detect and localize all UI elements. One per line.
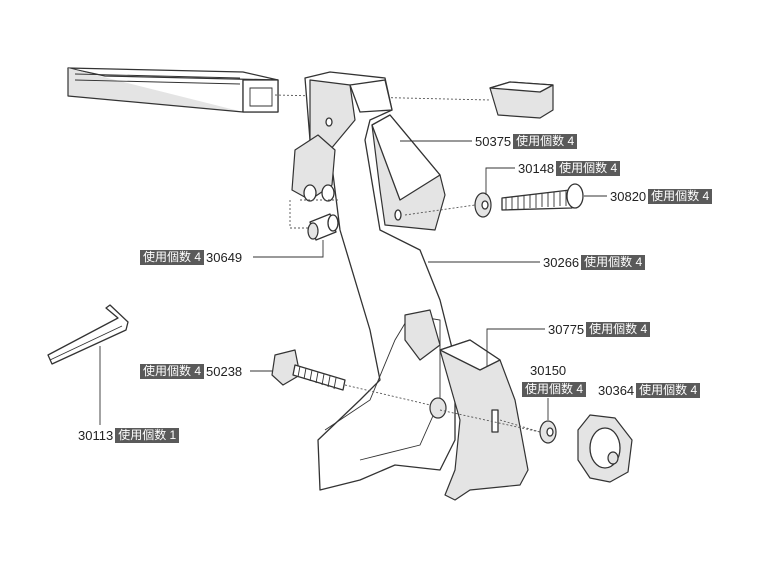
part-number: 30113 — [78, 428, 114, 443]
quantity-badge: 使用個数 4 — [140, 250, 205, 265]
bolt-50238 — [271, 349, 346, 391]
part-number: 30266 — [543, 255, 580, 270]
side-plate — [291, 134, 336, 202]
part-number: 30775 — [548, 322, 585, 337]
quantity-badge: 使用個数 4 — [648, 189, 713, 204]
end-cap — [489, 81, 554, 119]
quantity-badge: 使用個数 4 — [522, 382, 587, 397]
allen-key — [47, 304, 129, 365]
part-number: 30148 — [518, 161, 555, 176]
quantity-badge: 使用個数 4 — [586, 322, 651, 337]
clamp-plate — [371, 114, 446, 231]
quantity-badge: 使用個数 4 — [556, 161, 621, 176]
pin-30649 — [307, 213, 339, 241]
quantity-badge: 使用個数 4 — [513, 134, 578, 149]
part-label-30150: 30150 — [530, 363, 566, 378]
part-number: 50238 — [206, 364, 243, 379]
part-number: 30150 — [530, 363, 567, 378]
part-number: 50375 — [475, 134, 512, 149]
roof-bar — [67, 67, 279, 113]
quantity-badge: 使用個数 4 — [636, 383, 701, 398]
bolt-30820 — [501, 183, 584, 211]
leader-lines — [99, 140, 607, 425]
knob-30364 — [577, 414, 633, 483]
part-qty-30150: 使用個数 4 — [522, 382, 587, 397]
quantity-badge: 使用個数 4 — [581, 255, 646, 270]
washer-30148 — [474, 192, 492, 218]
washer-30150 — [539, 420, 557, 444]
part-number: 30820 — [610, 189, 647, 204]
foot-tower — [304, 71, 456, 491]
quantity-badge: 使用個数 4 — [140, 364, 205, 379]
part-number: 30364 — [598, 383, 635, 398]
part-number: 30649 — [206, 250, 243, 265]
quantity-badge: 使用個数 1 — [115, 428, 180, 443]
